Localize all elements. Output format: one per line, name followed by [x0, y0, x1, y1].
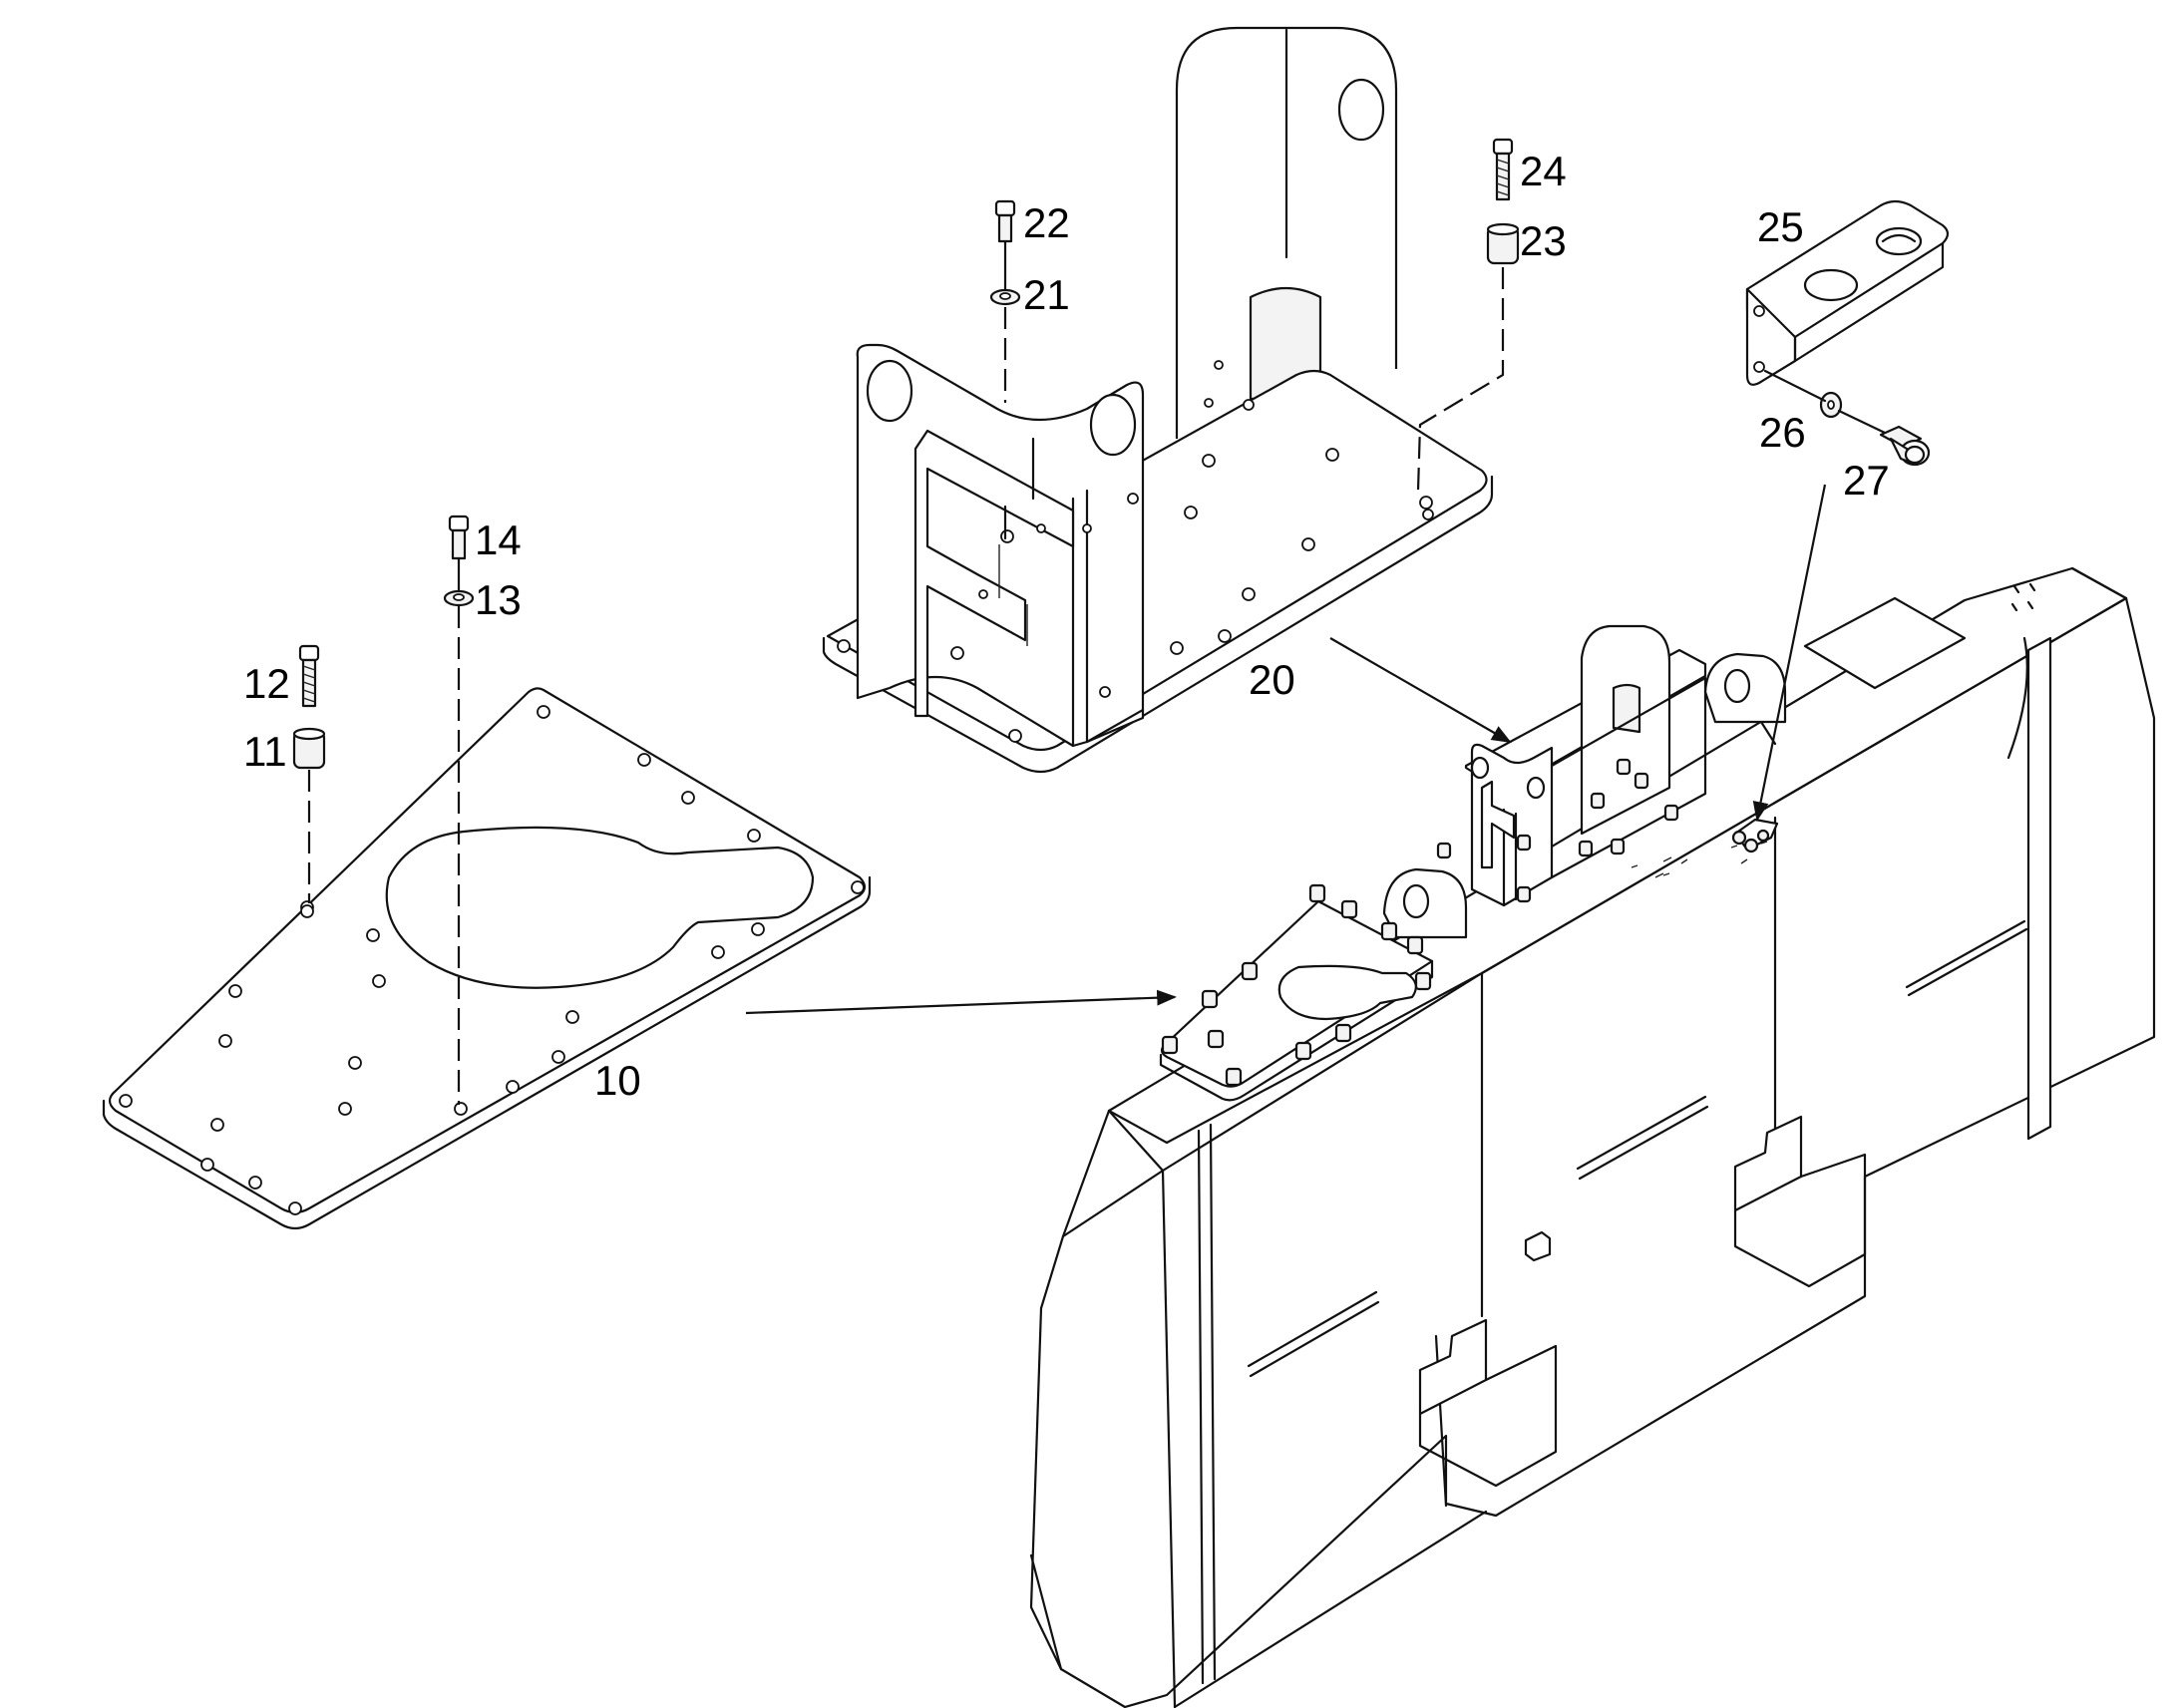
- callout-22: 22: [1023, 199, 1070, 246]
- callout-11: 11: [243, 728, 287, 775]
- callout-26: 26: [1759, 409, 1806, 456]
- callout-labels: 10 11 12 13 14 20 21 22 23 24 25 26 27: [243, 148, 1890, 1104]
- bracket-holes: [837, 360, 1434, 743]
- assembly-arrows: [745, 484, 1827, 1015]
- mounting-plate-part-10: [102, 687, 872, 1230]
- callout-25: 25: [1757, 203, 1804, 250]
- callout-14: 14: [475, 516, 522, 563]
- callout-12: 12: [243, 660, 290, 707]
- bolt-part-12: [298, 644, 320, 708]
- callout-23: 23: [1520, 217, 1567, 264]
- bracket-part-20: [822, 26, 1494, 774]
- callout-13: 13: [475, 576, 522, 623]
- callout-24: 24: [1520, 148, 1567, 194]
- small-bracket-part-25: [1745, 199, 1950, 386]
- washer-part-13: [443, 589, 475, 607]
- bolt-part-22: [994, 199, 1016, 243]
- spacer-part-11: [292, 727, 326, 770]
- installed-plate-studs: [1161, 883, 1432, 1087]
- counterweight-body: [1029, 566, 2156, 1708]
- bolt-part-24: [1492, 138, 1514, 201]
- washer-part-26: [1819, 391, 1843, 419]
- bolt-part-14: [448, 514, 470, 560]
- washer-part-21: [989, 288, 1021, 306]
- plate-bolt-holes: [119, 705, 865, 1215]
- callout-21: 21: [1023, 271, 1070, 318]
- callout-10: 10: [594, 1057, 641, 1104]
- installed-bracket-studs: [1436, 758, 1679, 903]
- spacer-part-23: [1486, 222, 1520, 265]
- callout-20: 20: [1249, 656, 1295, 703]
- callout-27: 27: [1843, 457, 1890, 504]
- screw-part-27: [1879, 425, 1931, 467]
- centerline-23-24: [1416, 267, 1505, 492]
